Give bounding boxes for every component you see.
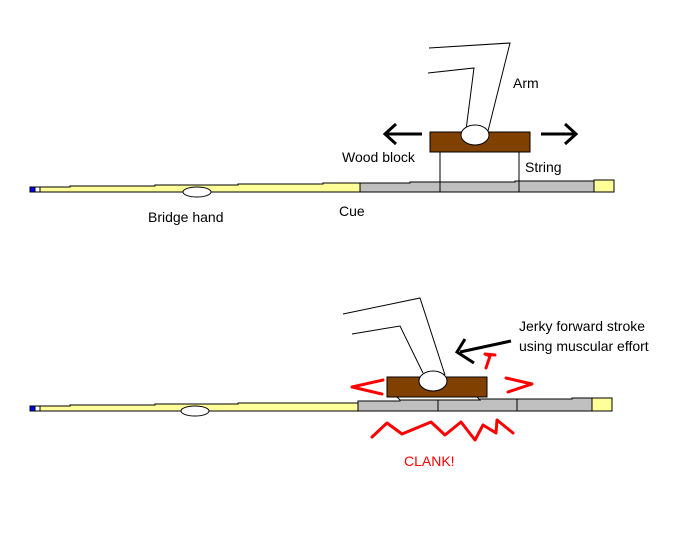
arm-outline-outer	[342, 297, 446, 376]
arrow-forward-stroke-icon	[454, 338, 512, 365]
impact-burst-icon	[350, 352, 534, 442]
label-string: String	[525, 159, 562, 175]
arm-outline-inner	[351, 325, 424, 374]
arm-top	[427, 42, 511, 132]
bottom-panel: Jerky forward stroke using muscular effo…	[29, 297, 649, 469]
cue-tip	[29, 405, 36, 412]
label-wood-block: Wood block	[342, 149, 416, 165]
cue-gray-section	[359, 180, 595, 193]
slack-string	[396, 396, 482, 401]
cue-ferrule	[34, 405, 41, 412]
impact-mark-top	[483, 352, 497, 370]
cue-butt-cap	[591, 397, 613, 412]
label-arm: Arm	[513, 75, 539, 91]
annotation-line1: Jerky forward stroke	[519, 318, 645, 334]
label-clank: CLANK!	[404, 453, 455, 469]
bridge-hand	[182, 186, 212, 198]
arrow-right-icon	[541, 122, 579, 146]
impact-zigzag	[370, 418, 515, 442]
bridge-hand	[180, 405, 210, 417]
cue-bottom	[29, 397, 613, 412]
cue-ferrule	[34, 186, 41, 193]
cue-tip	[29, 186, 36, 193]
cue-top	[29, 179, 615, 193]
hand-grip-top	[460, 124, 490, 146]
arrow-left-icon	[382, 122, 422, 146]
impact-mark-right	[504, 376, 534, 394]
annotation-line2: using muscular effort	[519, 338, 649, 354]
cue-butt-cap	[593, 179, 615, 193]
arm-bottom	[342, 297, 446, 376]
arm-outline-outer	[428, 42, 511, 132]
label-cue: Cue	[339, 203, 365, 219]
impact-mark-left	[350, 378, 385, 396]
label-bridge-hand: Bridge hand	[148, 209, 224, 225]
hand-grip-bottom	[418, 370, 448, 392]
top-panel: Arm Wood block String Cue Bridge hand	[29, 42, 615, 225]
arm-outline-inner	[427, 67, 475, 131]
